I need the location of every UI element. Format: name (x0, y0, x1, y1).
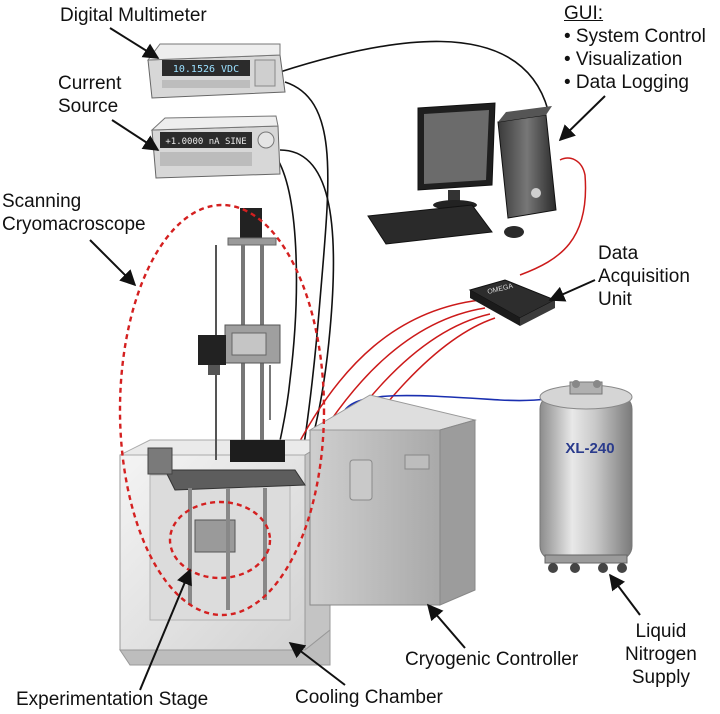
label-data-acquisition-unit: Data Acquisition Unit (598, 242, 690, 311)
scanning-cryomacroscope-outline (118, 203, 326, 617)
arrow-multimeter (109, 27, 160, 59)
label-liquid-nitrogen-supply: Liquid Nitrogen Supply (625, 620, 697, 689)
label-scanning-line1: Scanning (2, 191, 82, 212)
arrow-gui (558, 95, 606, 142)
data-acquisition-unit: OMEGA (468, 279, 557, 326)
arrow-cryogenic (426, 603, 466, 649)
arrow-scanning (89, 239, 137, 287)
label-gui-title: GUI: (564, 3, 604, 24)
label-experimentation-stage: Experimentation Stage (16, 689, 209, 710)
current-source: +1.0000 nA SINE (150, 115, 281, 179)
label-daq-line3: Unit (598, 289, 632, 310)
digital-multimeter: 10.1526 VDC (146, 43, 286, 99)
keyboard (367, 204, 524, 245)
current-source-display: +1.0000 nA SINE (165, 137, 246, 147)
label-current-source-line1: Current (58, 73, 122, 94)
computer-tower (497, 106, 557, 219)
label-ln2-line2: Nitrogen (625, 644, 697, 665)
label-gui: GUI: • System Control • Visualization • … (564, 2, 706, 94)
label-cryogenic-controller: Cryogenic Controller (405, 649, 579, 670)
cryogenic-controller (308, 394, 477, 606)
label-daq-line1: Data (598, 243, 639, 264)
experimentation-stage-outline (168, 500, 272, 580)
label-gui-item-0: • System Control (564, 26, 706, 47)
arrow-daq (548, 279, 596, 302)
computer-monitor (417, 102, 496, 210)
label-daq-line2: Acquisition (598, 266, 690, 287)
liquid-nitrogen-dewar: XL-240 (539, 380, 633, 573)
label-digital-multimeter: Digital Multimeter (60, 5, 207, 26)
arrow-experimentation (139, 568, 192, 691)
arrow-current-source (111, 119, 160, 151)
label-gui-item-2: • Data Logging (564, 72, 689, 93)
label-gui-item-1: • Visualization (564, 49, 683, 70)
label-current-source: Current Source (58, 72, 121, 118)
label-ln2-line1: Liquid (635, 621, 687, 642)
cryomacroscope-assembly (147, 208, 306, 610)
label-scanning-line2: Cryomacroscope (2, 214, 146, 235)
label-ln2-line3: Supply (631, 667, 690, 688)
label-current-source-line2: Source (58, 96, 119, 117)
label-cooling-chamber: Cooling Chamber (295, 687, 443, 708)
dewar-brand: XL-240 (565, 440, 614, 457)
arrow-ln2 (609, 573, 641, 616)
label-scanning-cryomacroscope: Scanning Cryomacroscope (2, 190, 146, 236)
arrow-cooling (288, 642, 346, 686)
callout-arrows (89, 27, 641, 691)
multimeter-display: 10.1526 VDC (173, 64, 239, 75)
